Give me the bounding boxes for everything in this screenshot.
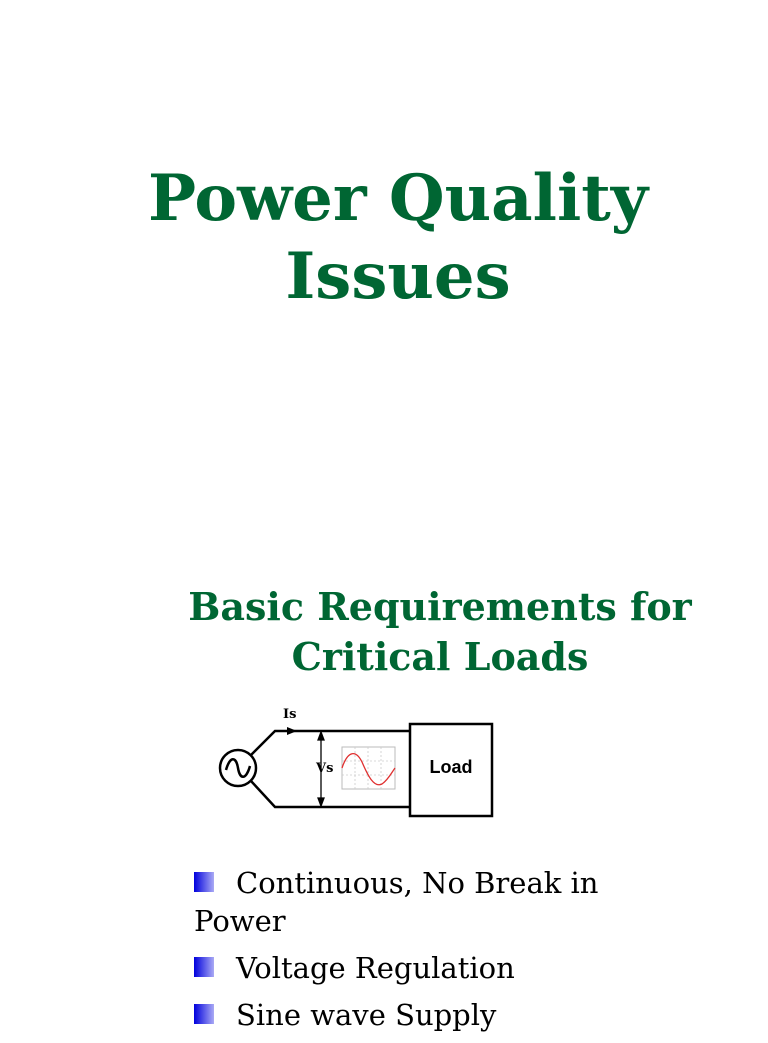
current-arrow-icon (287, 727, 297, 735)
list-item-text: Voltage Regulation (236, 951, 515, 985)
slide-title-line1: Power Quality (147, 161, 649, 236)
wires (250, 729, 410, 809)
section-heading-line1: Basic Requirements for (188, 584, 692, 629)
list-item-text: Sine wave Supply (236, 998, 497, 1032)
voltage-arrow-icon (317, 730, 325, 808)
list-item: Sine wave Supply (194, 996, 664, 1034)
load-box (408, 722, 494, 818)
list-item: Voltage Regulation (194, 949, 664, 987)
current-label: Is (283, 707, 296, 722)
bullet-square-icon (194, 1004, 214, 1024)
slide-title: Power Quality Issues (0, 160, 768, 316)
list-item: Continuous, No Break in Power (194, 864, 664, 940)
bullet-square-icon (194, 957, 214, 977)
section-heading-line2: Critical Loads (291, 634, 589, 679)
voltage-label: Vs (315, 761, 333, 776)
requirements-list: Continuous, No Break in Power Voltage Re… (194, 864, 664, 1043)
circuit-diagram: Is Vs Load (218, 707, 494, 818)
ac-source-sine-icon (218, 748, 258, 788)
waveform-scope-icon (341, 746, 396, 790)
list-item-text: Continuous, No Break in Power (194, 866, 599, 938)
section-heading: Basic Requirements for Critical Loads (150, 582, 730, 682)
load-label: Load (430, 757, 473, 777)
bullet-square-icon (194, 872, 214, 892)
slide-title-line2: Issues (285, 239, 511, 314)
